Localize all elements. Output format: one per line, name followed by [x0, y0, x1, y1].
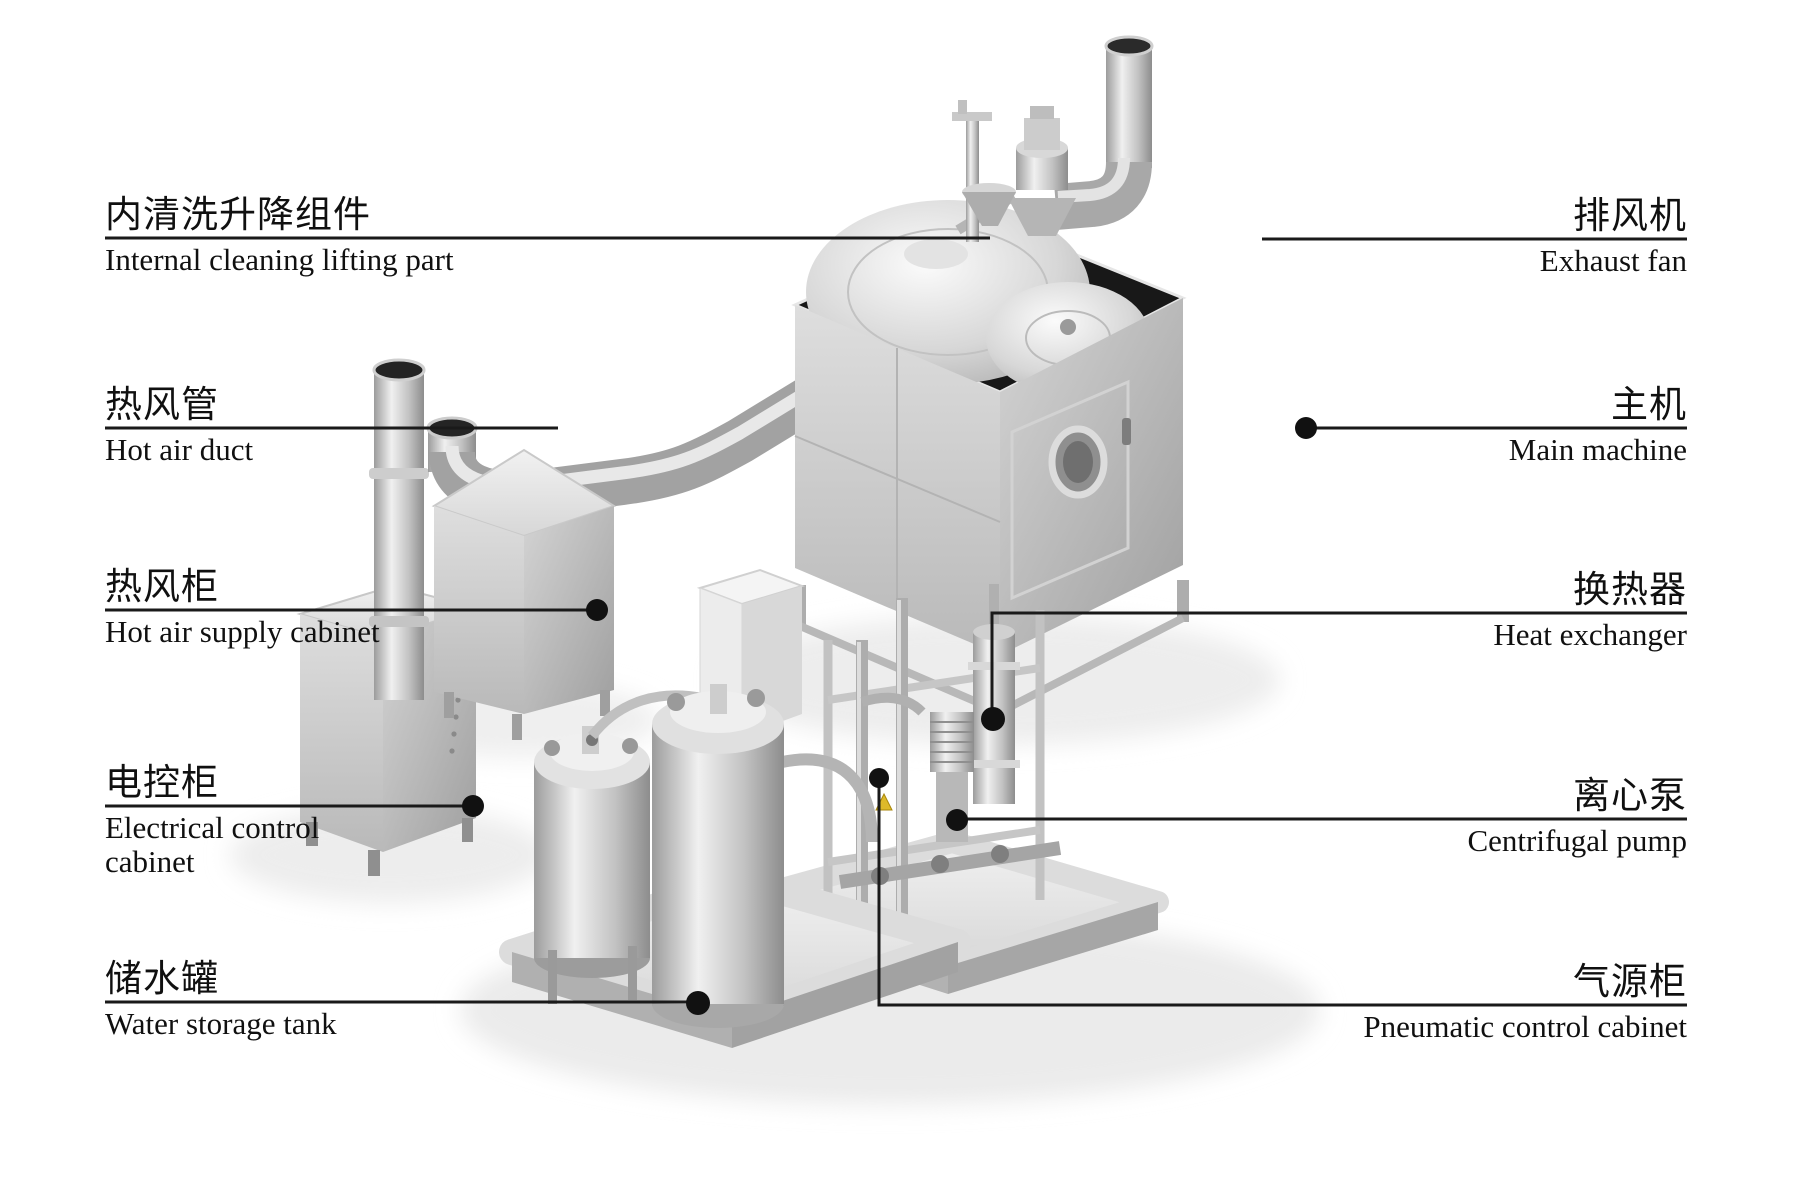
label-pneumatic-cabinet: 气源柜 Pneumatic control cabinet — [1067, 953, 1687, 1044]
label-main-machine-zh: 主机 — [1611, 385, 1687, 426]
callout-dot-water-tank — [686, 991, 710, 1015]
machine-door — [1010, 379, 1130, 601]
label-heat-exchanger: 换热器 Heat exchanger — [1127, 561, 1687, 652]
label-exhaust-fan-zh: 排风机 — [1573, 196, 1687, 237]
label-electrical-cabinet: 电控柜 Electrical control cabinet — [105, 754, 525, 879]
label-internal-cleaning-en: Internal cleaning lifting part — [105, 242, 454, 277]
centrifugal-pump-unit — [930, 712, 974, 842]
callout-dot-pneumatic-cabinet — [869, 768, 889, 788]
label-heat-exchanger-en: Heat exchanger — [1493, 617, 1687, 652]
label-hot-air-cabinet: 热风柜 Hot air supply cabinet — [105, 558, 525, 649]
label-pneumatic-cabinet-en: Pneumatic control cabinet — [1363, 1009, 1687, 1044]
label-water-tank-zh: 储水罐 — [105, 959, 219, 1000]
label-centrifugal-pump: 离心泵 Centrifugal pump — [1127, 767, 1687, 858]
leader-heat-exchanger — [990, 611, 1687, 719]
label-hot-air-cabinet-zh: 热风柜 — [105, 567, 219, 608]
callout-dot-hot-air-cabinet — [586, 599, 608, 621]
label-centrifugal-pump-en: Centrifugal pump — [1467, 823, 1687, 858]
label-main-machine: 主机 Main machine — [1127, 376, 1687, 467]
label-main-machine-en: Main machine — [1508, 432, 1687, 467]
callout-dot-heat-exchanger — [981, 707, 1005, 731]
callout-dot-centrifugal-pump — [946, 809, 968, 831]
label-water-tank-en: Water storage tank — [105, 1006, 337, 1041]
label-hot-air-duct-zh: 热风管 — [105, 385, 219, 426]
water-storage-tanks — [534, 684, 784, 1028]
label-hot-air-duct: 热风管 Hot air duct — [105, 376, 525, 467]
label-electrical-cabinet-en: Electrical control cabinet — [105, 810, 320, 880]
label-centrifugal-pump-zh: 离心泵 — [1573, 776, 1687, 817]
water-tank-left — [534, 726, 650, 1004]
hot-air-stack-pipe — [369, 358, 429, 700]
label-internal-cleaning: 内清洗升降组件 Internal cleaning lifting part — [105, 186, 545, 277]
callout-dot-electrical-cabinet — [462, 795, 484, 817]
label-electrical-cabinet-zh: 电控柜 — [105, 763, 219, 804]
label-exhaust-fan-en: Exhaust fan — [1539, 243, 1687, 278]
label-heat-exchanger-zh: 换热器 — [1573, 570, 1687, 611]
internal-cleaning-lifting-part — [952, 100, 1016, 242]
label-hot-air-duct-en: Hot air duct — [105, 432, 254, 467]
label-exhaust-fan: 排风机 Exhaust fan — [1127, 187, 1687, 278]
main-machine — [791, 200, 1189, 717]
label-water-tank: 储水罐 Water storage tank — [105, 950, 525, 1041]
water-tank-right — [652, 684, 784, 1028]
leader-pneumatic-cabinet — [877, 778, 1687, 1007]
label-internal-cleaning-zh: 内清洗升降组件 — [105, 195, 371, 236]
callout-dot-main-machine — [1295, 417, 1317, 439]
label-pneumatic-cabinet-zh: 气源柜 — [1573, 962, 1687, 1003]
label-hot-air-cabinet-en: Hot air supply cabinet — [105, 614, 380, 649]
piping-cluster — [780, 584, 1062, 930]
